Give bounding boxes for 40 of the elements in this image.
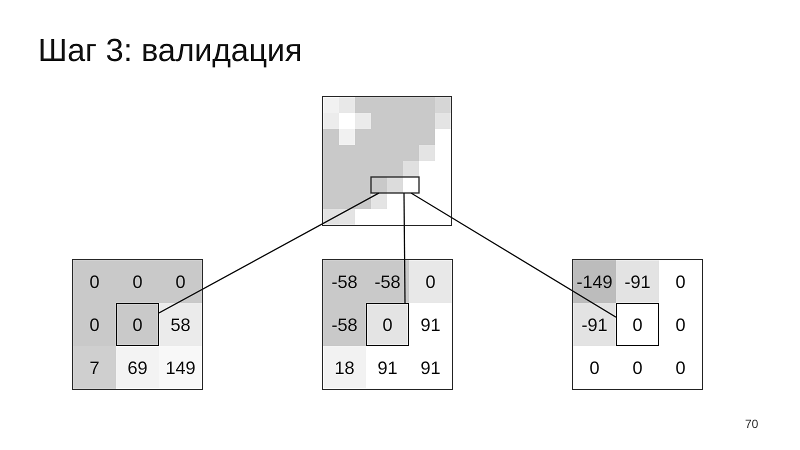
pixel-value: 91: [420, 358, 441, 376]
pixel-value: 0: [425, 272, 436, 290]
pixel-value: -58: [331, 272, 358, 290]
pixel-value: 0: [675, 358, 686, 376]
pixel-image-drawing: [322, 96, 452, 226]
pixel-value: 0: [132, 272, 142, 290]
page-number: 70: [745, 418, 758, 432]
pixel-value: 0: [89, 272, 100, 290]
pixel-value: -58: [331, 316, 358, 334]
selected-pixel: [366, 303, 409, 346]
pixel-grid: [72, 259, 203, 390]
pixel-value: 0: [589, 358, 600, 376]
connector-line: [158, 192, 380, 314]
pixel-value: 7: [89, 358, 100, 376]
pixel-value: -91: [581, 316, 608, 334]
pixel-value: 0: [89, 316, 100, 334]
pixel-value: 0: [175, 272, 186, 290]
pixel-value: -58: [374, 272, 400, 290]
pixel-value: 91: [420, 316, 441, 334]
slide-title: Шаг 3: валидация: [38, 33, 302, 68]
connector-line: [403, 193, 406, 303]
pixel-value: 0: [675, 316, 686, 334]
pixel-value: 58: [170, 316, 191, 334]
pixel-value: 69: [127, 358, 148, 376]
pixel-value: -149: [576, 272, 613, 290]
highlight-box: [370, 176, 420, 194]
pixel-grid: [322, 259, 453, 390]
pixel-value: 149: [165, 358, 196, 376]
pixel-value: 0: [382, 316, 392, 334]
pixel-value: 0: [675, 272, 686, 290]
pixel-value: 0: [632, 316, 642, 334]
selected-pixel: [616, 303, 659, 346]
selected-pixel: [116, 303, 159, 346]
pixel-value: 18: [334, 358, 355, 376]
pixel-value: 0: [132, 316, 142, 334]
pixel-value: -91: [624, 272, 650, 290]
pixel-grid: [572, 259, 703, 390]
pixel-value: 0: [632, 358, 642, 376]
connector-line: [410, 192, 616, 318]
pixel-value: 91: [377, 358, 398, 376]
